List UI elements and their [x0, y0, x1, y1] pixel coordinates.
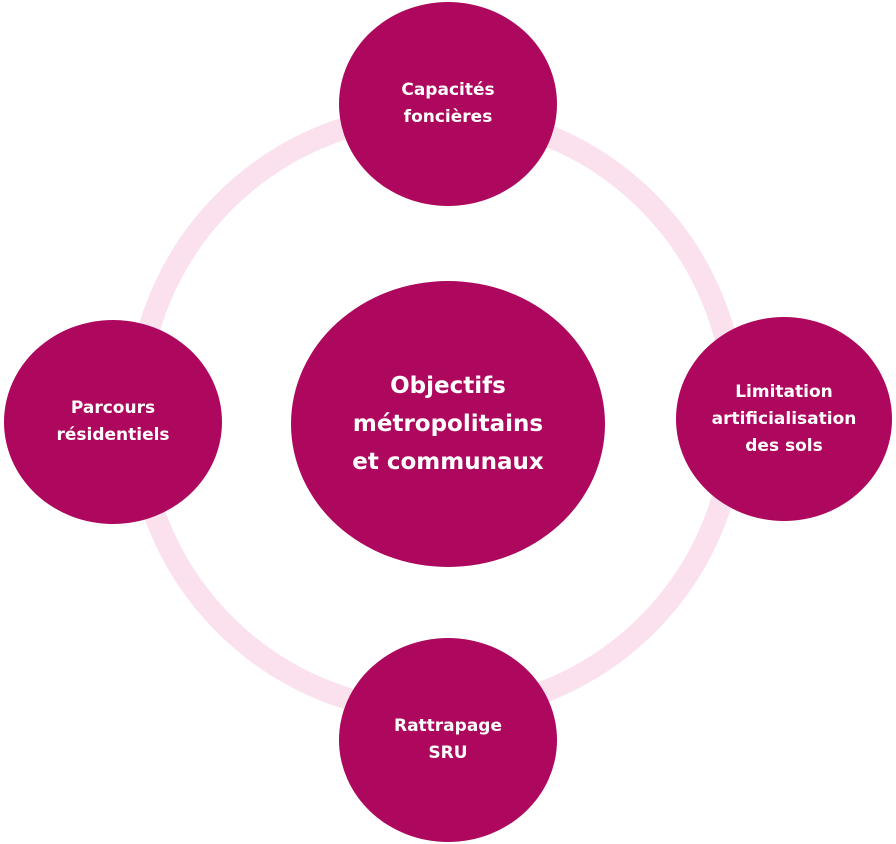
node-parcours-residentiels: Parcours résidentiels	[4, 320, 222, 524]
center-node-label: Objectifs métropolitains et communaux	[352, 373, 544, 475]
node-capacites-foncieres-label: Capacités foncières	[401, 80, 495, 127]
node-rattrapage-sru: Rattrapage SRU	[339, 638, 557, 842]
node-rattrapage-sru-label: Rattrapage SRU	[393, 716, 502, 763]
center-node-objectifs: Objectifs métropolitains et communaux	[291, 281, 605, 567]
node-limitation-artificialisation: Limitation artificialisation des sols	[676, 317, 892, 521]
node-limitation-artificialisation-label: Limitation artificialisation des sols	[711, 381, 857, 456]
node-parcours-residentiels-label: Parcours résidentiels	[56, 398, 170, 445]
node-capacites-foncieres: Capacités foncières	[339, 2, 557, 206]
